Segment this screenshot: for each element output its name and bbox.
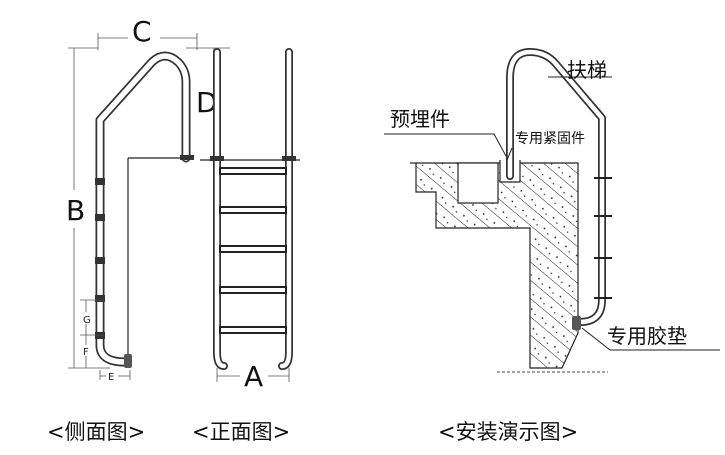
side-base-plate [180,155,194,160]
front-rails [213,48,293,370]
install-rubber-pad [572,316,581,330]
front-dimension-a [216,368,290,382]
dim-c-label: C [132,15,152,48]
install-view: 扶梯 预埋件 专用紧固件 专用胶垫 [384,48,720,373]
dim-f-label: F [83,347,89,358]
front-base-plate-left [210,156,224,161]
front-view: A [200,48,300,393]
concrete-wall [415,162,579,369]
front-treads [219,167,287,334]
front-view-caption: <正面图> [192,420,290,444]
front-base-plate-right [282,156,296,161]
install-ladder-rail [506,48,606,326]
side-step-brackets [95,178,105,339]
pad-label: 专用胶垫 [607,324,687,348]
side-view-caption: <侧面图> [47,420,145,444]
dim-e-label: E [108,372,114,383]
ladder-label: 扶梯 [567,58,607,82]
dim-b-label: B [66,194,85,227]
side-view: C D B G F E [66,15,230,383]
install-leaders [384,76,720,351]
install-view-caption: <安装演示图> [438,420,578,444]
dim-d-label: D [196,86,218,119]
fastener-label: 专用紧固件 [515,131,585,147]
side-rubber-foot [124,354,132,368]
side-rail [95,51,191,367]
dim-a-label: A [244,360,263,393]
install-step-stubs [594,177,612,299]
embed-pocket [457,162,499,204]
dim-g-label: G [83,315,91,326]
embed-label: 预埋件 [390,107,450,131]
